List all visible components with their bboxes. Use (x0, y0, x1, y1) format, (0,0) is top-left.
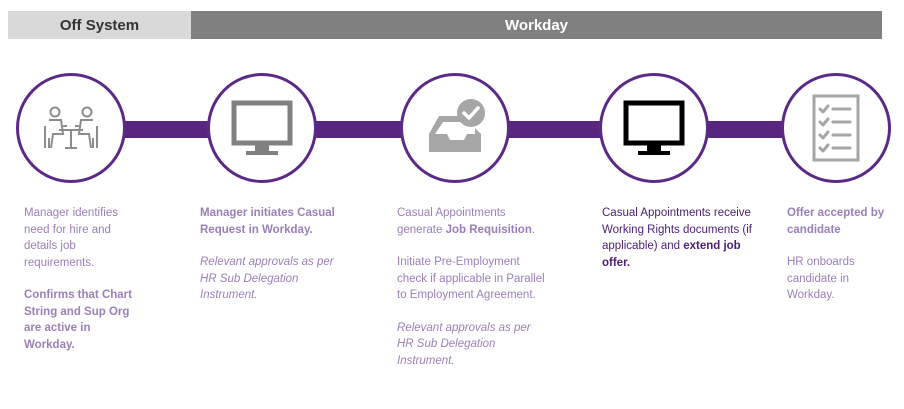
step-3-note: Relevant approvals as per HR Sub Delegat… (397, 321, 531, 367)
step-2-note: Relevant approvals as per HR Sub Delegat… (200, 256, 334, 301)
connector-3 (508, 121, 602, 138)
step-1-text: Manager identifies need for hire and det… (24, 205, 142, 369)
step-4-text: Casual Appointments receive Working Righ… (602, 205, 752, 287)
step-5-node (781, 73, 891, 183)
step-5-description: Offer accepted by candidate (787, 207, 885, 236)
inbox-check-icon (429, 99, 485, 152)
job-requisition-text: Job Requisition (445, 223, 532, 236)
connector-2 (315, 121, 405, 138)
extend-job-offer-text: extend job offer. (602, 240, 741, 269)
step-3-text: Casual Appointments generate Job Requisi… (397, 205, 545, 385)
connector-4 (705, 121, 789, 138)
step-2-text: Manager initiates Casual Request in Work… (200, 205, 350, 320)
step-4-description: Casual Appointments receive Working Righ… (602, 207, 752, 269)
off-system-header: Off System (8, 11, 191, 39)
step-2-description: Manager initiates Casual Request in Work… (200, 207, 335, 236)
step-1-note: Confirms that Chart String and Sup Org a… (24, 289, 132, 351)
monitor-icon (623, 100, 685, 155)
step-5-text: Offer accepted by candidate HR onboards … (787, 205, 895, 320)
step-1-description: Manager identifies need for hire and det… (24, 207, 118, 269)
step-1-node (16, 73, 126, 183)
checklist-icon (812, 94, 860, 162)
workday-header: Workday (191, 11, 882, 39)
monitor-icon (231, 100, 293, 155)
step-2-node (207, 73, 317, 183)
connector-1 (125, 121, 212, 138)
step-3-description: Casual Appointments generate Job Requisi… (397, 207, 536, 236)
people-meeting-icon (44, 106, 98, 149)
step-4-node (599, 73, 709, 183)
step-3-pre-employment: Initiate Pre-Employment check if applica… (397, 256, 545, 301)
step-5-note: HR onboards candidate in Workday. (787, 256, 855, 301)
step-3-node (400, 73, 510, 183)
